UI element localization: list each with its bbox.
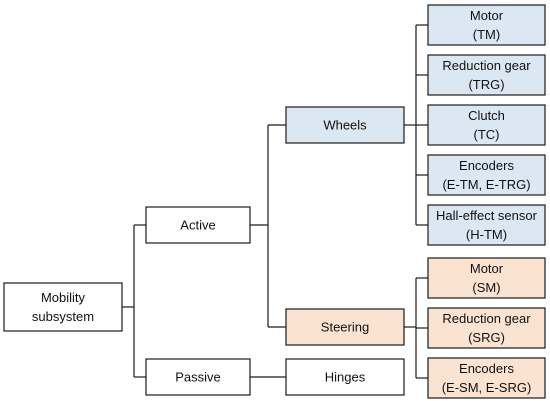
node-steering-motor-line-2: (SM) [472, 280, 500, 295]
node-wheel-clutch-line-2: (TC) [474, 127, 500, 142]
node-wheel-reduction-gear: Reduction gear (TRG) [427, 54, 546, 96]
node-wheel-encoders-line-1: Encoders [459, 158, 514, 173]
node-steering-encoders-line-2: (E-SM, E-SRG) [442, 380, 532, 395]
node-passive-label: Passive [175, 370, 221, 385]
node-hinges-label: Hinges [325, 370, 366, 385]
node-steering-encoders-line-1: Encoders [459, 361, 514, 376]
node-wheel-motor-line-1: Motor [470, 8, 504, 23]
node-wheel-hall-sensor: Hall-effect sensor (H-TM) [427, 204, 546, 246]
node-steering-motor-line-1: Motor [470, 261, 504, 276]
node-mobility-line-1: Mobility [41, 290, 86, 305]
node-wheel-hall-sensor-line-1: Hall-effect sensor [436, 208, 538, 223]
node-wheel-clutch-line-1: Clutch [468, 108, 505, 123]
node-wheel-motor-line-2: (TM) [473, 27, 500, 42]
node-hinges: Hinges [285, 358, 405, 396]
node-wheel-motor: Motor (TM) [427, 4, 546, 46]
node-steering: Steering [285, 308, 405, 346]
node-mobility-subsystem: Mobility subsystem [3, 282, 123, 332]
node-steering-encoders: Encoders (E-SM, E-SRG) [427, 357, 546, 399]
node-passive: Passive [145, 358, 251, 396]
node-wheel-reduction-gear-line-1: Reduction gear [442, 58, 531, 73]
node-active-label: Active [180, 218, 215, 233]
node-wheel-encoders-line-2: (E-TM, E-TRG) [442, 177, 530, 192]
node-wheel-encoders: Encoders (E-TM, E-TRG) [427, 154, 546, 196]
node-steering-reduction-gear-line-2: (SRG) [468, 330, 505, 345]
node-wheel-reduction-gear-line-2: (TRG) [468, 77, 504, 92]
node-steering-reduction-gear-line-1: Reduction gear [442, 311, 531, 326]
node-wheels-label: Wheels [323, 118, 367, 133]
connector-lines [122, 24, 428, 379]
node-steering-motor: Motor (SM) [427, 257, 546, 299]
node-active: Active [145, 206, 251, 244]
node-steering-reduction-gear: Reduction gear (SRG) [427, 307, 546, 349]
node-wheel-clutch: Clutch (TC) [427, 104, 546, 146]
node-steering-label: Steering [321, 320, 369, 335]
node-wheel-hall-sensor-line-2: (H-TM) [466, 227, 507, 242]
node-mobility-line-2: subsystem [32, 309, 94, 324]
node-wheels: Wheels [285, 106, 405, 144]
